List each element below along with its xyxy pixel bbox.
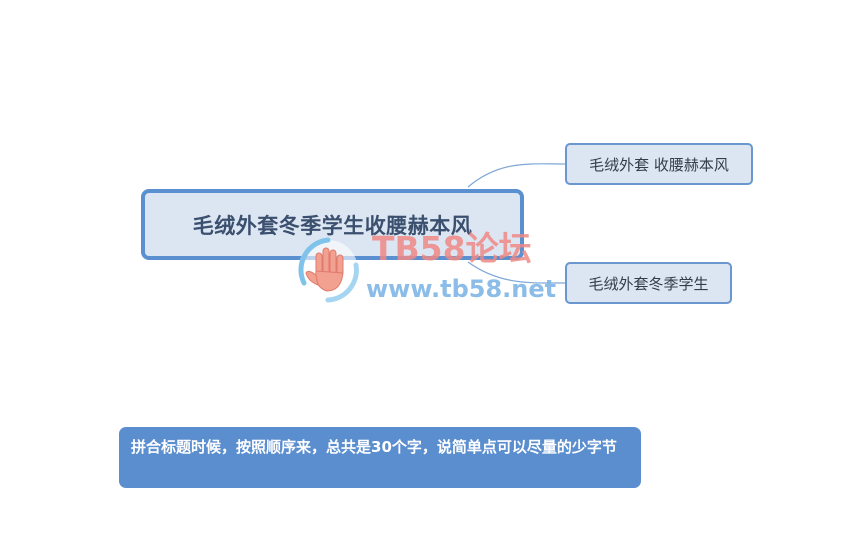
hand-icon — [298, 237, 359, 303]
note-text: 拼合标题时候，按照顺序来，总共是30个字，说简单点可以尽量的少字节 — [131, 438, 617, 456]
watermark-title: TB58论坛 — [372, 229, 532, 268]
subtopic-node-2[interactable]: 毛绒外套冬季学生 — [565, 262, 732, 304]
connector-root-to-child-1 — [467, 163, 566, 188]
note-box: 拼合标题时候，按照顺序来，总共是30个字，说简单点可以尽量的少字节 — [119, 427, 641, 488]
subtopic-label-2: 毛绒外套冬季学生 — [588, 274, 709, 293]
root-topic-label: 毛绒外套冬季学生收腰赫本风 — [192, 213, 473, 238]
watermark-url: www.tb58.net — [366, 275, 557, 303]
subtopic-node-1[interactable]: 毛绒外套 收腰赫本风 — [565, 143, 753, 185]
subtopic-label-1: 毛绒外套 收腰赫本风 — [589, 155, 729, 174]
